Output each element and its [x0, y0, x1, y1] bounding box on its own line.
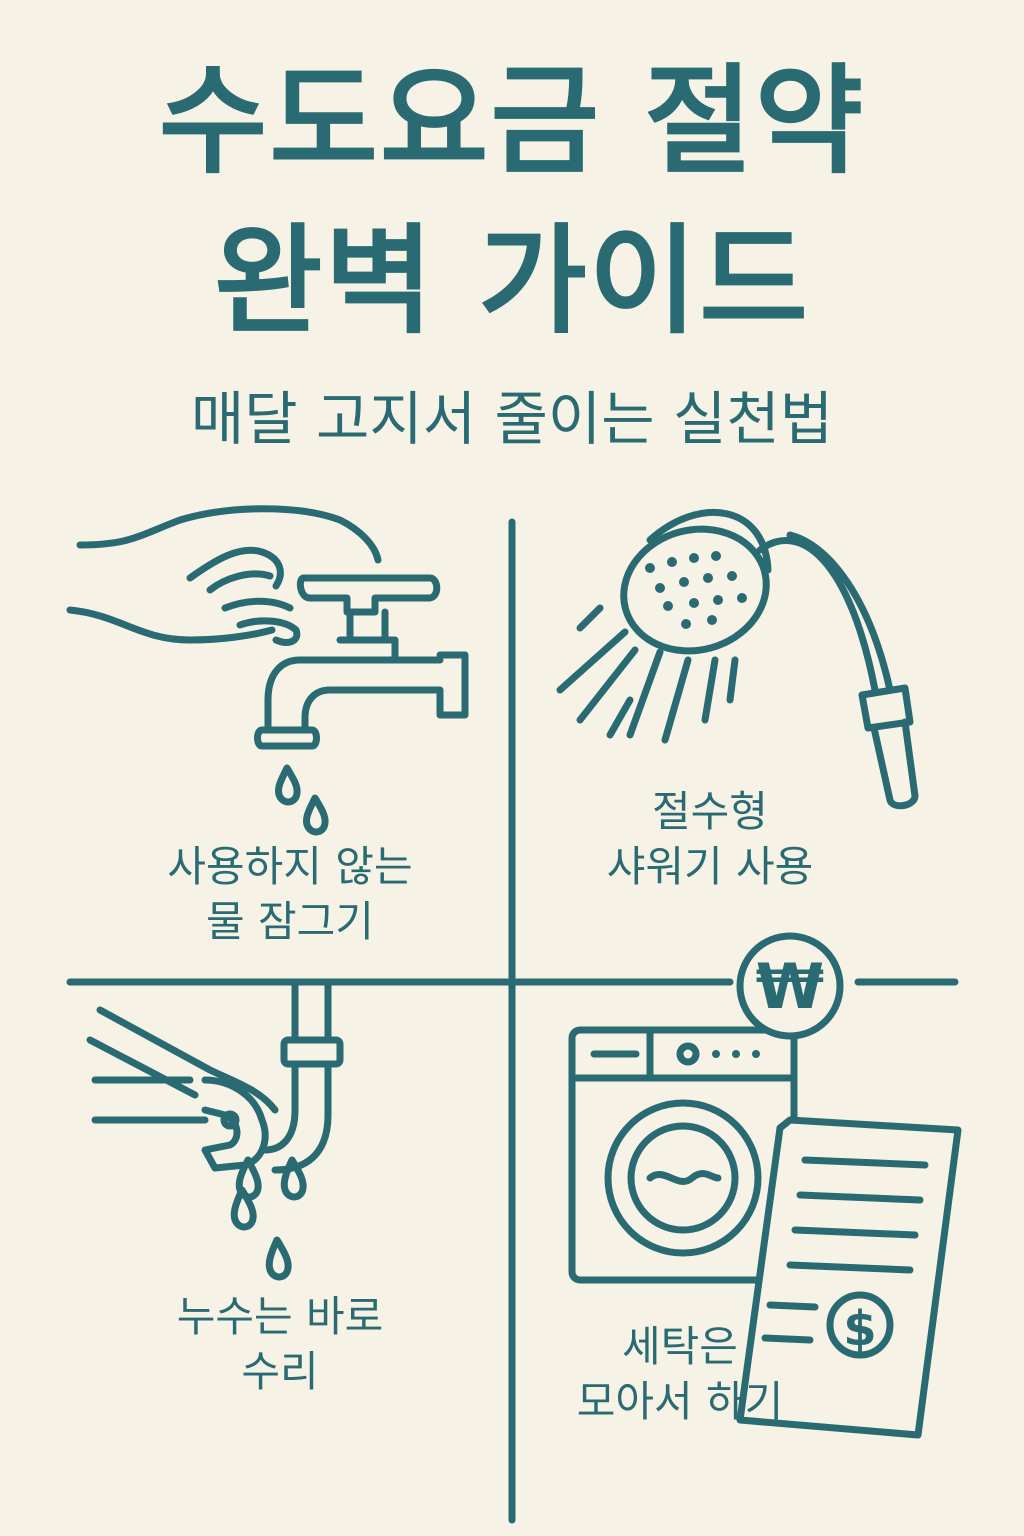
- tip-caption-line1: 사용하지 않는: [167, 842, 413, 891]
- washing-machine-icon: [568, 1026, 798, 1284]
- dollar-badge-symbol: $: [843, 1301, 876, 1357]
- tip-caption-line2: 물 잠그기: [206, 896, 374, 946]
- faucet-hand-icon: [66, 505, 469, 836]
- grid-dividers: [66, 518, 959, 1524]
- won-badge-icon: [736, 932, 844, 1040]
- poster-title-line1: 수도요금 절약: [158, 52, 866, 190]
- tip-caption-line2: 모아서 하기: [576, 1376, 784, 1426]
- tip-caption-line2: 수리: [241, 1346, 319, 1396]
- tip-caption-batch-laundry: 세탁은 모아서 하기: [490, 1320, 870, 1429]
- poster-subtitle: 매달 고지서 줄이는 실천법: [190, 385, 834, 453]
- tip-caption-line1: 절수형: [652, 787, 768, 836]
- tip-caption-line2: 샤워기 사용: [606, 841, 814, 891]
- tip-caption-line1: 세탁은: [622, 1322, 738, 1371]
- tip-caption-line1: 누수는 바로: [176, 1292, 384, 1341]
- tip-caption-turn-off-water: 사용하지 않는 물 잠그기: [100, 840, 480, 949]
- tip-caption-water-saving-shower: 절수형 샤워기 사용: [520, 785, 900, 894]
- won-badge-symbol: ₩: [756, 950, 824, 1023]
- tip-caption-fix-leaks: 누수는 바로 수리: [90, 1290, 470, 1399]
- bill-document-icon: [736, 1116, 962, 1439]
- shower-head-icon: [556, 508, 919, 810]
- poster-title-line2: 완벽 가이드: [214, 212, 810, 350]
- wrench-pipe-icon: [86, 981, 344, 1281]
